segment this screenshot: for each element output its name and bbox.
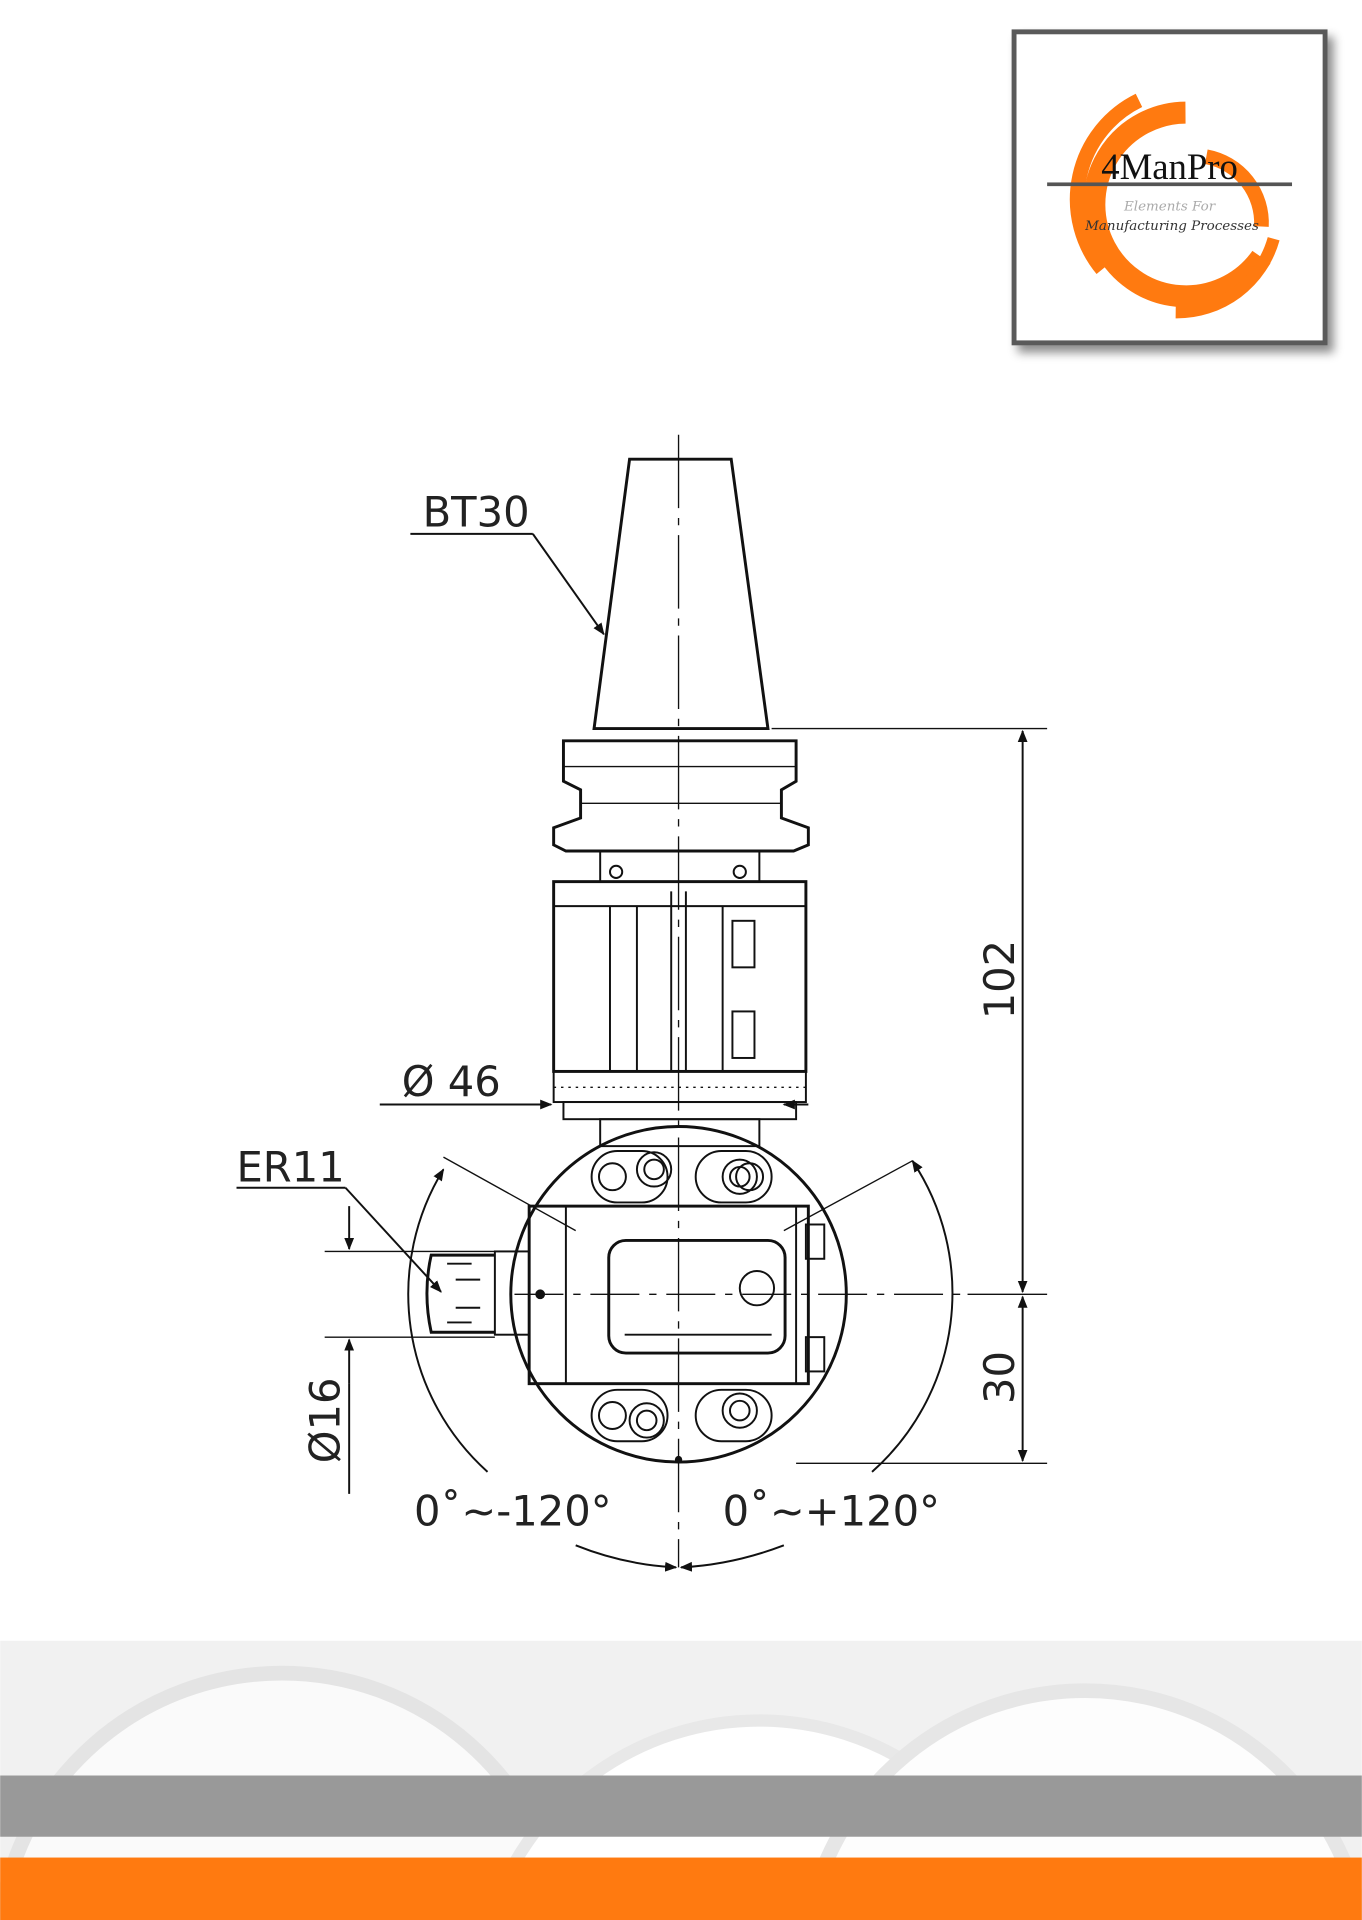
logo-tagline-1: Elements For bbox=[1123, 200, 1217, 215]
bt30-taper bbox=[552, 457, 810, 853]
logo: 4ManPro Elements For Manufacturing Proce… bbox=[1011, 29, 1328, 346]
logo-tagline-2: Manufacturing Processes bbox=[1084, 219, 1259, 234]
dimensions: 102 30 Ø 46 Ø16 BT30 ER11 0˚~-120° 0˚~+1… bbox=[236, 488, 1048, 1572]
dimension-diameter-16: Ø16 bbox=[300, 1378, 349, 1464]
gray-band bbox=[0, 1775, 1362, 1837]
footer-decoration bbox=[0, 1640, 1362, 1920]
label-bt30: BT30 bbox=[423, 488, 530, 537]
er11-collet bbox=[425, 1250, 531, 1336]
orange-band bbox=[0, 1857, 1362, 1920]
centerlines bbox=[514, 434, 968, 1568]
logo-wordmark: 4ManPro bbox=[1101, 146, 1238, 187]
dimension-diameter-46: Ø 46 bbox=[402, 1057, 501, 1106]
dimension-102: 102 bbox=[975, 940, 1024, 1019]
label-angle-left: 0˚~-120° bbox=[414, 1487, 611, 1536]
dimension-30: 30 bbox=[975, 1351, 1024, 1404]
angle-head bbox=[509, 1125, 848, 1464]
housing bbox=[552, 850, 808, 1148]
label-angle-right: 0˚~+120° bbox=[723, 1487, 940, 1536]
label-er11: ER11 bbox=[237, 1143, 345, 1192]
